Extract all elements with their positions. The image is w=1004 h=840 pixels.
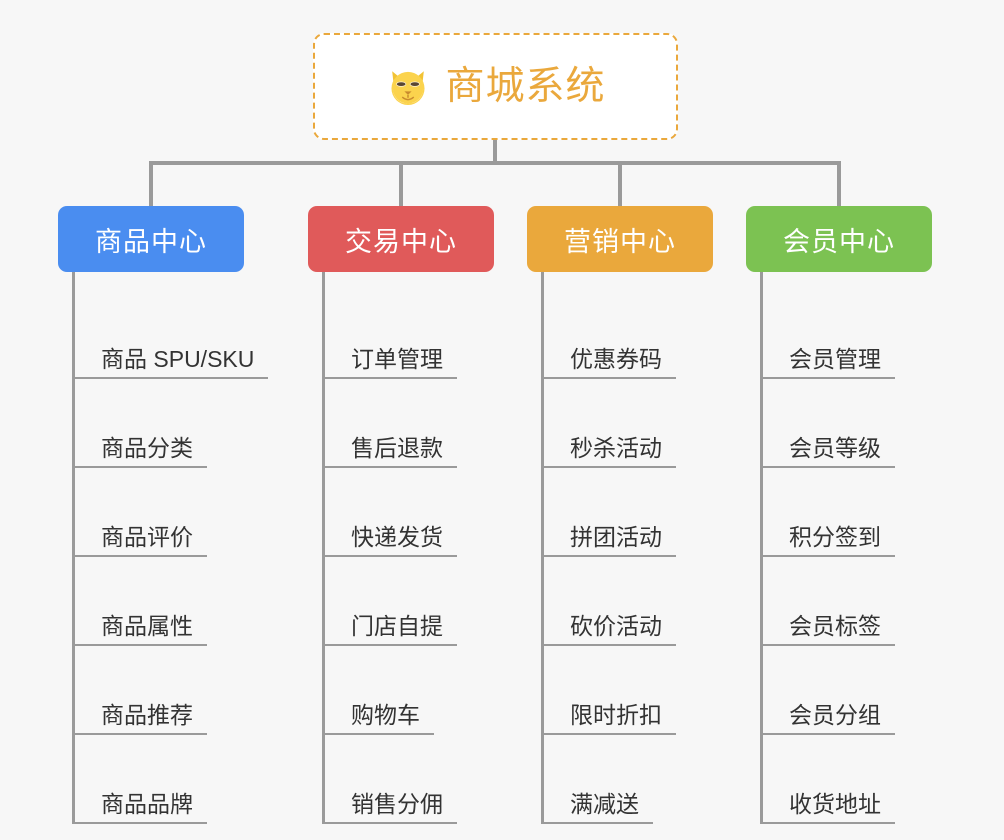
leaf-item[interactable]: 会员标签 xyxy=(763,557,932,646)
connector-drop-4 xyxy=(837,161,841,208)
leaf-list: 订单管理 售后退款 快递发货 门店自提 购物车 销售分佣 xyxy=(322,272,494,824)
leaf-item[interactable]: 会员分组 xyxy=(763,646,932,735)
leaf-item[interactable]: 售后退款 xyxy=(325,379,494,468)
leaf-item[interactable]: 商品评价 xyxy=(75,468,244,557)
leaf-item[interactable]: 收货地址 xyxy=(763,735,932,824)
leaf-item[interactable]: 拼团活动 xyxy=(544,468,713,557)
leaf-label: 收货地址 xyxy=(763,791,895,824)
leaf-item[interactable]: 快递发货 xyxy=(325,468,494,557)
leaf-label: 售后退款 xyxy=(325,435,457,468)
leaf-label: 购物车 xyxy=(325,702,434,735)
branch-header[interactable]: 会员中心 xyxy=(746,206,932,272)
leaf-label: 优惠券码 xyxy=(544,346,676,379)
leaf-label: 商品品牌 xyxy=(75,791,207,824)
leaf-label: 砍价活动 xyxy=(544,613,676,646)
leaf-label: 积分签到 xyxy=(763,524,895,557)
leaf-item[interactable]: 秒杀活动 xyxy=(544,379,713,468)
connector-drop-3 xyxy=(618,161,622,208)
branch-marketing-center: 营销中心 优惠券码 秒杀活动 拼团活动 砍价活动 限时折扣 满减送 xyxy=(527,206,713,824)
leaf-label: 会员管理 xyxy=(763,346,895,379)
leaf-item[interactable]: 会员管理 xyxy=(763,290,932,379)
leaf-item[interactable]: 商品属性 xyxy=(75,557,244,646)
leaf-item[interactable]: 限时折扣 xyxy=(544,646,713,735)
connector-horizontal-bus xyxy=(149,161,841,165)
leaf-item[interactable]: 订单管理 xyxy=(325,290,494,379)
branch-trade-center: 交易中心 订单管理 售后退款 快递发货 门店自提 购物车 销售分佣 xyxy=(308,206,494,824)
leaf-item[interactable]: 商品品牌 xyxy=(75,735,244,824)
leaf-list: 会员管理 会员等级 积分签到 会员标签 会员分组 收货地址 xyxy=(760,272,932,824)
leaf-item[interactable]: 积分签到 xyxy=(763,468,932,557)
leaf-label: 商品推荐 xyxy=(75,702,207,735)
leaf-label: 会员等级 xyxy=(763,435,895,468)
leaf-list: 商品 SPU/SKU 商品分类 商品评价 商品属性 商品推荐 商品品牌 xyxy=(72,272,269,824)
leaf-label: 商品 SPU/SKU xyxy=(75,346,269,379)
branch-member-center: 会员中心 会员管理 会员等级 积分签到 会员标签 会员分组 收货地址 xyxy=(746,206,932,824)
leaf-item[interactable]: 商品分类 xyxy=(75,379,244,468)
leaf-label: 限时折扣 xyxy=(544,702,676,735)
leaf-label: 秒杀活动 xyxy=(544,435,676,468)
leaf-item[interactable]: 满减送 xyxy=(544,735,713,824)
leaf-label: 订单管理 xyxy=(325,346,457,379)
leaf-label: 商品评价 xyxy=(75,524,207,557)
connector-root-stem xyxy=(493,140,497,165)
leaf-item[interactable]: 商品 SPU/SKU xyxy=(75,290,269,379)
leaf-item[interactable]: 销售分佣 xyxy=(325,735,494,824)
branch-header[interactable]: 商品中心 xyxy=(58,206,244,272)
leaf-label: 快递发货 xyxy=(325,524,457,557)
leaf-label: 商品属性 xyxy=(75,613,207,646)
leaf-item[interactable]: 砍价活动 xyxy=(544,557,713,646)
leaf-label: 门店自提 xyxy=(325,613,457,646)
leaf-item[interactable]: 会员等级 xyxy=(763,379,932,468)
root-title: 商城系统 xyxy=(445,65,606,108)
root-node[interactable]: 商城系统 xyxy=(313,33,678,140)
leaf-label: 商品分类 xyxy=(75,435,207,468)
leaf-label: 销售分佣 xyxy=(325,791,457,824)
connector-drop-1 xyxy=(149,161,153,208)
connector-drop-2 xyxy=(399,161,403,208)
leaf-list: 优惠券码 秒杀活动 拼团活动 砍价活动 限时折扣 满减送 xyxy=(541,272,713,824)
shiba-dog-face-icon xyxy=(385,64,431,110)
leaf-label: 会员分组 xyxy=(763,702,895,735)
leaf-item[interactable]: 购物车 xyxy=(325,646,494,735)
leaf-item[interactable]: 门店自提 xyxy=(325,557,494,646)
branch-header[interactable]: 交易中心 xyxy=(308,206,494,272)
branch-header[interactable]: 营销中心 xyxy=(527,206,713,272)
leaf-item[interactable]: 优惠券码 xyxy=(544,290,713,379)
leaf-item[interactable]: 商品推荐 xyxy=(75,646,244,735)
leaf-label: 会员标签 xyxy=(763,613,895,646)
branch-product-center: 商品中心 商品 SPU/SKU 商品分类 商品评价 商品属性 商品推荐 商品品牌 xyxy=(58,206,269,824)
leaf-label: 满减送 xyxy=(544,791,653,824)
leaf-label: 拼团活动 xyxy=(544,524,676,557)
